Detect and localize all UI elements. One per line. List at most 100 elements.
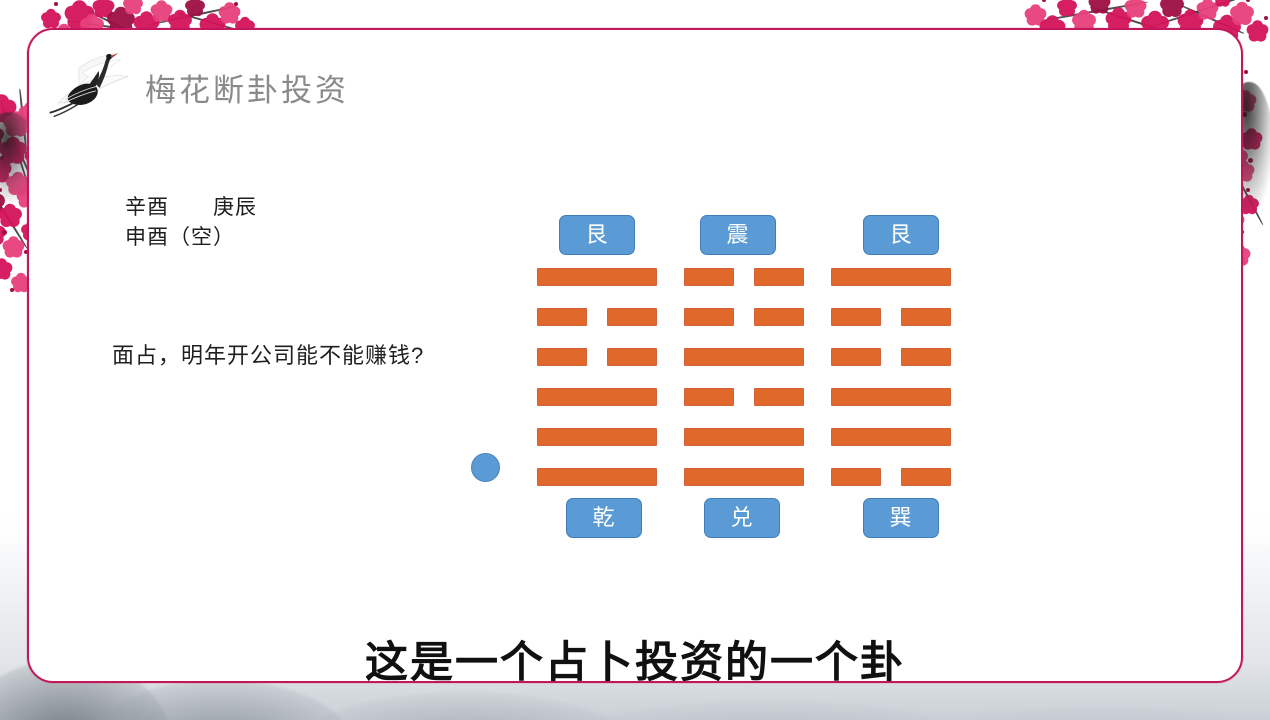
ganzhi-text: 辛酉 庚辰 申酉（空） [125,196,257,249]
yin-line-segment-l [684,268,734,286]
hexagram-line-6-full [537,268,657,286]
hexagram-line-3-full [831,388,951,406]
yin-line-segment-l [537,308,587,326]
plum-bud [54,2,58,6]
plum-bud [1244,70,1248,74]
hexagram-column-2: 震兑 [684,215,804,575]
plum-bud [1246,188,1250,192]
plum-flower [1123,0,1141,20]
yin-line-segment-l [831,348,881,366]
yin-line-segment-l [831,308,881,326]
plum-branch [19,88,28,149]
hexagram-column-1: 艮乾 [537,215,657,575]
yang-line-segment [537,268,657,286]
plum-flower [1228,1,1248,28]
hexagram-diagram: 艮乾震兑艮巽 [471,215,1009,575]
yin-line-segment-l [831,468,881,486]
plum-branch [147,5,237,26]
yang-line-segment [831,268,951,286]
ink-mountain-3 [300,692,630,720]
trigram-label-lower[interactable]: 兑 [704,498,780,538]
yin-line-segment-r [607,308,657,326]
hexagram-line-5-broken [684,308,804,326]
yin-line-segment-r [754,308,804,326]
trigram-label-upper[interactable]: 震 [700,215,776,255]
hexagram-line-5-broken [831,308,951,326]
hexagram-line-2-full [684,428,804,446]
plum-flower [1070,9,1090,36]
trigram-label-upper[interactable]: 艮 [863,215,939,255]
slide-header: 梅花断卦投资 [41,44,349,130]
hexagram-line-1-full [537,468,657,486]
plum-branch [0,188,28,249]
plum-bud [1248,158,1253,163]
plum-flower [0,203,16,230]
plum-flower [217,2,235,26]
plum-flower [183,0,200,19]
plum-flower [1195,0,1213,22]
plum-branch [1039,0,1149,23]
hexagram-line-1-full [684,468,804,486]
page-title: 梅花断卦投资 [145,72,349,108]
yang-line-segment [537,468,657,486]
plum-flower [1,236,19,260]
yang-line-segment [684,468,804,486]
plum-bud [2,230,7,235]
hexagram-line-1-broken [831,468,951,486]
trigram-label-upper[interactable]: 艮 [559,215,635,255]
plum-bud [10,288,14,292]
plum-flower [121,0,138,17]
hexagram-line-5-broken [537,308,657,326]
plum-bud [0,156,4,160]
trigram-label-lower[interactable]: 乾 [566,498,642,538]
hexagram-line-4-broken [831,348,951,366]
plum-flower [91,0,109,20]
yang-line-segment [537,428,657,446]
yang-line-segment [831,388,951,406]
plum-flower [1239,128,1257,152]
yin-line-segment-l [537,348,587,366]
yin-line-segment-l [684,308,734,326]
flying-crane-icon [41,44,145,130]
subtitle-caption: 这是一个占卜投资的一个卦 [365,639,905,683]
moving-line-marker-dot[interactable] [471,453,500,482]
plum-flower [1055,0,1072,19]
trigram-label-lower[interactable]: 巽 [863,498,939,538]
hexagram-line-2-full [537,428,657,446]
hexagram-line-6-broken [684,268,804,286]
yin-line-segment-r [607,348,657,366]
plum-flower [39,8,56,31]
plum-flower [0,94,9,127]
hexagram-line-4-full [684,348,804,366]
plum-flower [1237,194,1254,217]
yang-line-segment [684,348,804,366]
plum-flower [1103,7,1125,36]
plum-flower [4,171,24,198]
plum-flower [0,258,7,282]
yin-line-segment-r [901,468,951,486]
ink-mountain-2 [90,680,350,720]
plum-flower [1212,0,1227,9]
plum-bud [1246,0,1250,2]
plum-branch [1149,0,1246,28]
plum-bud [234,2,238,6]
plum-flower [0,136,20,167]
hexagram-lines [831,268,951,488]
yin-line-segment-l [684,388,734,406]
plum-bud [0,188,2,192]
yin-line-segment-r [754,268,804,286]
plum-flower [1158,0,1178,20]
plum-flower [1087,0,1105,16]
plum-bud [1042,0,1046,2]
hexagram-line-3-full [537,388,657,406]
yang-line-segment [537,388,657,406]
question-text: 面占，明年开公司能不能赚钱? [112,343,425,368]
yin-line-segment-r [901,308,951,326]
plum-bud [1264,16,1268,20]
yang-line-segment [831,428,951,446]
hexagram-line-2-full [831,428,951,446]
yang-line-segment [684,428,804,446]
slide-card: 梅花断卦投资 辛酉 庚辰 申酉（空） 面占，明年开公司能不能赚钱? 艮乾震兑艮巽… [27,28,1243,683]
plum-flower [9,272,26,295]
plum-flower [149,0,167,24]
